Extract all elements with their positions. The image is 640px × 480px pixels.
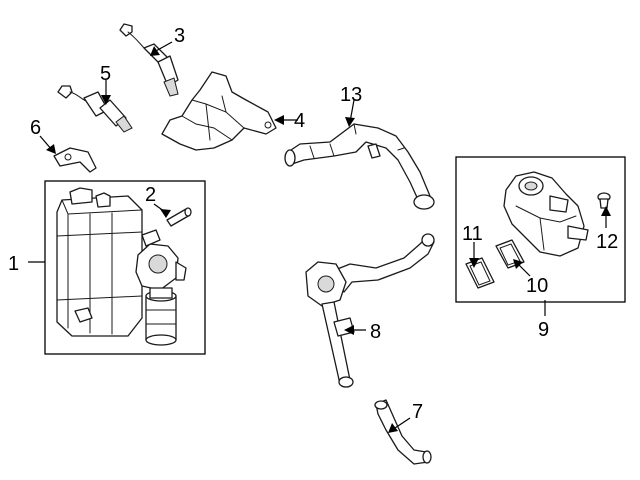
arrowheads — [46, 46, 611, 433]
callout-7: 7 — [412, 401, 423, 423]
callout-8: 8 — [370, 321, 381, 343]
breather-assembly-box — [455, 156, 626, 303]
callout-5: 5 — [100, 63, 111, 85]
callout-13: 13 — [340, 84, 362, 106]
part-13-hose — [284, 123, 435, 210]
callout-3: 3 — [174, 25, 185, 47]
part-6-bracket — [53, 147, 97, 173]
callout-4: 4 — [294, 110, 305, 132]
callout-2: 2 — [145, 184, 156, 206]
part-5-oxygen-sensor — [57, 85, 133, 133]
part-8-pcv-valve-pipes — [305, 233, 435, 388]
callout-11: 11 — [462, 223, 483, 245]
part-12-bolt — [597, 192, 611, 209]
callout-9: 9 — [538, 319, 549, 341]
part-2-pin — [166, 207, 192, 227]
canister-assembly-box — [44, 180, 206, 355]
part-11-gasket — [465, 257, 495, 289]
charcoal-canister — [56, 187, 187, 346]
part-7-hose — [374, 399, 432, 465]
callout-6: 6 — [30, 117, 41, 139]
part-3-oxygen-sensor — [119, 23, 179, 97]
callout-10: 10 — [526, 275, 548, 297]
part-4-heat-shield — [161, 71, 277, 151]
callout-1: 1 — [8, 253, 19, 275]
callout-12: 12 — [596, 231, 618, 253]
part-9-oil-separator — [503, 171, 589, 257]
